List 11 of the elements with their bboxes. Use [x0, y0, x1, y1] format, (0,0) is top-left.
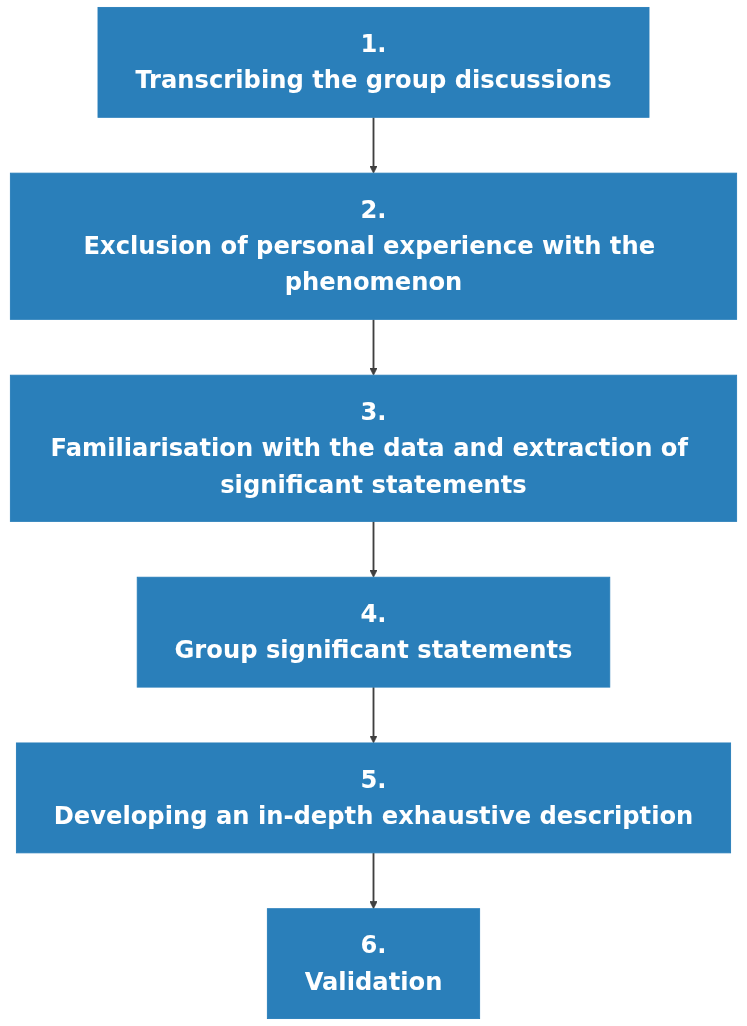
arrow — [369, 318, 378, 376]
node-box: 5. Developing an in-depth exhaustive description — [15, 742, 732, 854]
arrow — [369, 520, 378, 578]
node-box: 6. Validation — [266, 908, 481, 1019]
arrow — [369, 851, 378, 910]
arrow — [369, 686, 378, 744]
node-box: 1. Transcribing the group discussions — [97, 7, 650, 118]
arrow — [369, 116, 378, 174]
node-box: 4. Group significant statements — [136, 576, 611, 688]
node-box: 3. Familiarisation with the data and extraction of significant statements — [9, 374, 738, 522]
node-box: 2. Exclusion of personal experience with the phenomenon — [9, 172, 738, 320]
